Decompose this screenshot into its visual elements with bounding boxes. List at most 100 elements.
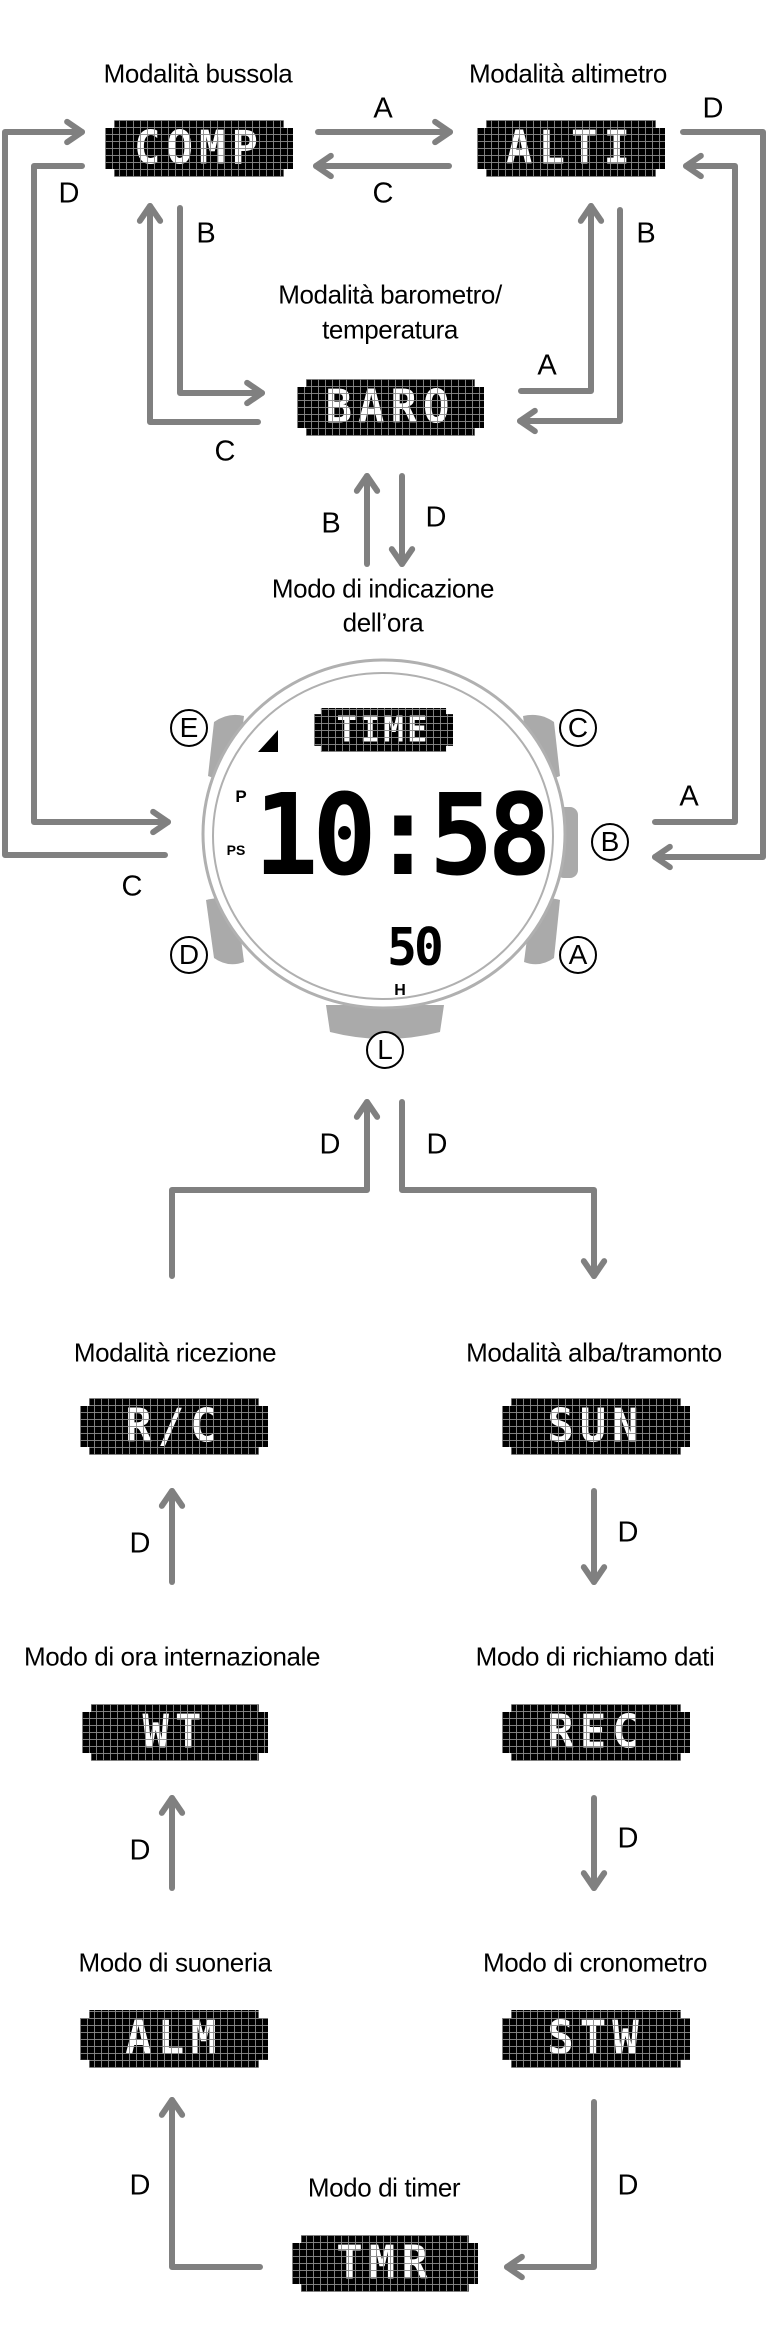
key-label: C	[214, 435, 236, 468]
flow-arrow	[353, 473, 381, 567]
arrowhead-icon	[432, 118, 453, 146]
arrowhead-icon	[517, 407, 538, 435]
alarm-mode-label: Modo di suoneria	[78, 1947, 272, 1978]
key-label: D	[425, 501, 447, 534]
arrowhead-icon	[580, 1258, 608, 1279]
baro-display-text: BARO	[325, 380, 456, 434]
flow-arrow	[177, 205, 265, 407]
arrow-line	[504, 2099, 597, 2270]
arrowhead-icon	[577, 203, 605, 224]
button-d[interactable]: D	[170, 936, 208, 974]
rec-display: REC	[502, 1704, 690, 1761]
arrow-line	[652, 163, 738, 825]
barometer-mode-label-2: temperatura	[322, 314, 458, 345]
sun-display-text: SUN	[547, 1399, 645, 1453]
flow-arrow	[652, 129, 766, 871]
flow-arrow	[2, 118, 168, 858]
watch-face	[212, 672, 554, 1000]
arrow-line	[31, 163, 171, 825]
key-label: C	[121, 870, 143, 903]
watch-time-mode-display: TIME	[314, 708, 453, 752]
flow-arrow	[158, 1488, 186, 1585]
alm-display-text: ALM	[125, 2011, 223, 2066]
key-label: D	[129, 1527, 151, 1560]
arrowhead-icon	[136, 203, 164, 224]
flow-arrow	[31, 163, 171, 836]
rc-display-text: R/C	[125, 1399, 223, 1453]
stw-display-text: STW	[547, 2011, 645, 2066]
stopwatch-mode-label: Modo di cronometro	[482, 1947, 708, 1978]
arrow-line	[177, 205, 265, 396]
button-c[interactable]: C	[559, 709, 597, 747]
stw-display: STW	[502, 2010, 690, 2068]
comp-display-text: COMP	[134, 121, 264, 175]
wt-display: WT	[82, 1704, 268, 1761]
seconds-unit: H	[394, 982, 406, 999]
key-label: D	[426, 1128, 448, 1161]
watch-time-digits: 10:58	[254, 771, 552, 901]
alm-display: ALM	[80, 2010, 268, 2068]
timekeeping-mode-label-2: dell’ora	[342, 607, 424, 638]
flow-arrow	[517, 207, 623, 435]
watch-mode-text: TIME	[336, 709, 431, 751]
arrow-line	[518, 203, 594, 394]
flow-arrow	[313, 152, 452, 180]
arrow-line	[169, 2097, 263, 2270]
arrowhead-icon	[580, 1870, 608, 1891]
compass-mode-label: Modalità bussola	[103, 58, 293, 89]
altimeter-mode-label: Modalità altimetro	[469, 58, 667, 89]
button-l[interactable]: L	[366, 1031, 404, 1069]
arrowhead-icon	[64, 118, 85, 146]
button-b[interactable]: B	[591, 823, 629, 861]
key-label: B	[196, 217, 216, 250]
timer-mode-label: Modo di timer	[307, 2172, 461, 2203]
power-saving-indicator: PS	[226, 842, 246, 858]
key-label: D	[617, 2169, 639, 2202]
signal-triangle-icon	[258, 730, 278, 752]
flow-arrow	[580, 1488, 608, 1585]
arrowhead-icon	[683, 152, 704, 180]
key-label: D	[319, 1128, 341, 1161]
key-label: D	[617, 1822, 639, 1855]
wt-display-text: WT	[142, 1705, 208, 1759]
flow-arrow	[652, 152, 738, 825]
arrowhead-icon	[244, 379, 265, 407]
flow-arrow	[136, 203, 261, 425]
flow-arrow	[158, 1795, 186, 1891]
baro-display: BARO	[297, 379, 484, 436]
key-label: B	[321, 507, 341, 540]
arrow-line	[652, 129, 766, 860]
sun-display: SUN	[502, 1398, 690, 1455]
alti-display: ALTI	[477, 120, 665, 177]
button-l-lug	[326, 1005, 444, 1039]
arrowhead-icon	[353, 473, 381, 494]
worldtime-mode-label: Modo di ora internazionale	[23, 1641, 321, 1672]
arrow-line	[399, 1099, 597, 1279]
arrow-line	[147, 203, 261, 425]
recall-mode-label: Modo di richiamo dati	[475, 1641, 715, 1672]
arrowhead-icon	[158, 2097, 186, 2118]
key-label: D	[617, 1516, 639, 1549]
arrowhead-icon	[652, 843, 673, 871]
tmr-display: TMR	[292, 2235, 478, 2292]
arrowhead-icon	[580, 1564, 608, 1585]
flow-arrow	[388, 473, 416, 567]
flow-arrow	[504, 2099, 597, 2281]
reception-mode-label: Modalità ricezione	[73, 1337, 277, 1368]
key-label: B	[636, 217, 656, 250]
button-a[interactable]: A	[559, 936, 597, 974]
key-label: D	[129, 1834, 151, 1867]
tmr-display-text: TMR	[336, 2236, 434, 2290]
flow-arrow	[158, 2097, 263, 2270]
arrowhead-icon	[150, 808, 171, 836]
arrowhead-icon	[388, 546, 416, 567]
flow-arrow	[399, 1099, 608, 1279]
rc-display: R/C	[80, 1398, 268, 1455]
flow-arrow	[169, 1099, 381, 1279]
arrowhead-icon	[504, 2253, 525, 2281]
watch-seconds-digits: 50	[387, 918, 444, 978]
sunrise-mode-label: Modalità alba/tramonto	[466, 1337, 722, 1368]
button-e[interactable]: E	[170, 709, 208, 747]
flow-arrow	[580, 1795, 608, 1891]
